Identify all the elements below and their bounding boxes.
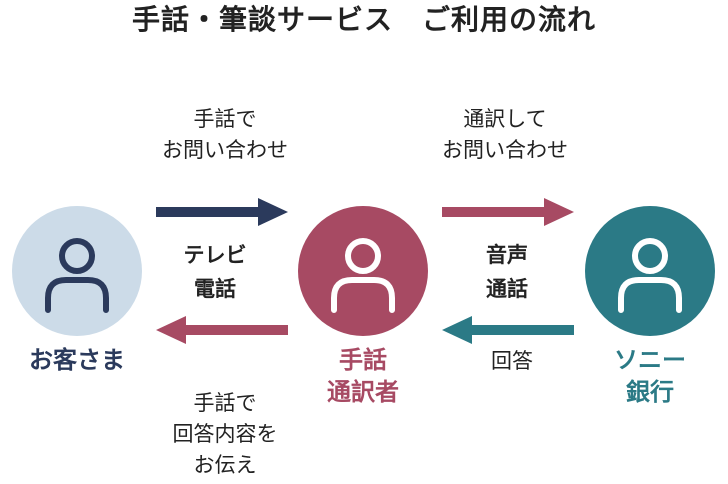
actor-name-bank: ソニー 銀行 xyxy=(575,344,725,408)
person-icon xyxy=(331,238,395,313)
actor-name-line: 銀行 xyxy=(626,378,674,406)
diagram-title: 手話・筆談サービス ご利用の流れ xyxy=(131,3,596,36)
arrow-shaft xyxy=(470,325,574,335)
arrow-head xyxy=(442,316,472,344)
flow-label-line: お問い合わせ xyxy=(162,138,288,162)
arrow-shaft xyxy=(442,207,546,217)
actor-name-line: 通訳者 xyxy=(327,378,399,406)
flow-label-line: お伝え xyxy=(193,453,257,477)
actor-name-customer: お客さま xyxy=(29,346,125,374)
channel-video-call: テレビ 電話 xyxy=(160,238,270,306)
arrow-right-icon xyxy=(156,198,288,226)
person-icon xyxy=(45,238,109,313)
actor-customer xyxy=(12,206,142,336)
arrow-shaft xyxy=(156,207,260,217)
flow-label-line: 通訳して xyxy=(463,107,547,131)
flow-label-interpreter-to-customer: 手話で 回答内容を お伝え xyxy=(140,388,310,481)
actor-name-interpreter: 手話 通訳者 xyxy=(288,344,438,408)
person-icon xyxy=(618,238,682,313)
actor-interpreter xyxy=(298,206,428,336)
flow-label-customer-to-interpreter: 手話で お問い合わせ xyxy=(150,104,300,166)
arrow-head xyxy=(544,198,574,226)
arrow-head xyxy=(156,316,186,344)
flow-label-interpreter-to-bank: 通訳して お問い合わせ xyxy=(430,104,580,166)
channel-label-line: テレビ xyxy=(183,243,247,267)
flow-label-line: 回答内容を xyxy=(172,422,278,446)
arrow-left-icon xyxy=(442,316,574,344)
actor-bank xyxy=(585,206,715,336)
channel-label-line: 通話 xyxy=(486,277,528,301)
channel-label-line: 電話 xyxy=(194,277,236,301)
channel-label-line: 音声 xyxy=(486,243,528,267)
arrow-right-icon xyxy=(442,198,574,226)
arrow-shaft xyxy=(184,325,288,335)
flow-label-line: 手話で xyxy=(193,107,257,131)
channel-voice-call: 音声 通話 xyxy=(452,238,562,306)
actor-name-line: ソニー xyxy=(614,346,686,374)
arrow-head xyxy=(258,198,288,226)
flow-label-line: お問い合わせ xyxy=(442,138,568,162)
arrow-left-icon xyxy=(156,316,288,344)
actor-name-line: 手話 xyxy=(339,346,387,374)
flow-label-line: 手話で xyxy=(193,391,257,415)
flow-label-bank-to-interpreter: 回答 xyxy=(491,349,533,373)
